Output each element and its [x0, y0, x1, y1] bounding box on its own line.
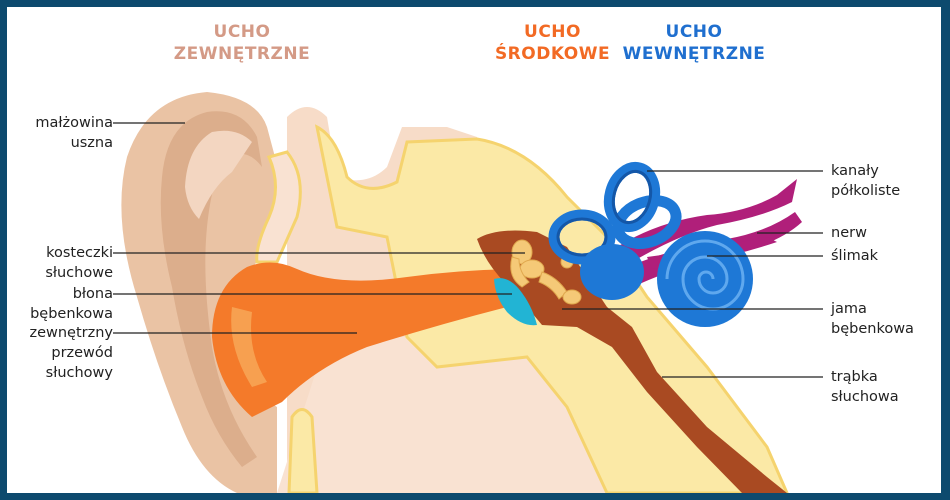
label-blona: błona bębenkowa: [30, 284, 113, 324]
label-kanaly: kanały półkoliste: [831, 161, 900, 201]
label-malzowina-line1: małżowina: [35, 115, 113, 131]
heading-outer-line2: ZEWNĘTRZNE: [173, 44, 311, 64]
heading-inner-line2: WEWNĘTRZNE: [622, 44, 766, 64]
lower-skin: [277, 337, 687, 493]
label-trabka-line2: słuchowa: [831, 389, 899, 405]
label-kanaly-line1: kanały: [831, 163, 879, 179]
eardrum-shape: [494, 278, 537, 326]
pinna-helix-light: [185, 130, 252, 219]
earlobe-bottom: [287, 408, 319, 493]
label-jama-line2: bębenkowa: [831, 321, 914, 337]
label-nerw: nerw: [831, 223, 867, 243]
label-trabka-line1: trąbka: [831, 369, 878, 385]
heading-middle-line1: UCHO: [524, 22, 581, 42]
semicircular-canals-shade: [556, 169, 653, 257]
ear-canal-highlight: [231, 307, 267, 387]
diagram-frame: UCHO ZEWNĘTRZNE UCHO ŚRODKOWE UCHO WEWNĘ…: [7, 7, 941, 493]
pinna-inner-fold: [160, 111, 262, 468]
ossicles: [510, 239, 582, 305]
label-blona-line2: bębenkowa: [30, 306, 113, 322]
label-trabka: trąbka słuchowa: [831, 367, 899, 407]
vestibule: [580, 244, 644, 300]
leader-lines: [113, 122, 823, 378]
label-przewod-line2: przewód: [51, 345, 113, 361]
ear-canal: [212, 262, 532, 417]
label-kosteczki: kosteczki słuchowe: [45, 243, 113, 283]
heading-inner-line1: UCHO: [665, 22, 723, 42]
tympanic-cavity: [477, 230, 787, 493]
label-kosteczki-line1: kosteczki: [46, 245, 113, 261]
label-przewod: zewnętrzny przewód słuchowy: [29, 323, 113, 383]
semicircular-canals: [548, 161, 682, 265]
label-jama-line1: jama: [831, 301, 867, 317]
label-slimak-line1: ślimak: [831, 248, 879, 264]
label-przewod-line1: zewnętrzny: [29, 325, 113, 341]
heading-outer-ear: UCHO ZEWNĘTRZNE: [167, 21, 317, 65]
label-nerw-line1: nerw: [831, 225, 867, 241]
heading-middle-ear: UCHO ŚRODKOWE: [490, 21, 615, 65]
label-malzowina: małżowina uszna: [35, 113, 113, 153]
cochlea: [657, 231, 753, 327]
heading-outer-line1: UCHO: [213, 22, 271, 42]
label-jama: jama bębenkowa: [831, 299, 914, 339]
ear-illustration: [113, 92, 823, 493]
heading-middle-line2: ŚRODKOWE: [494, 44, 611, 64]
label-kosteczki-line2: słuchowe: [45, 265, 113, 281]
label-slimak: ślimak: [831, 246, 878, 266]
label-przewod-line3: słuchowy: [45, 365, 113, 381]
label-malzowina-line2: uszna: [70, 135, 113, 151]
label-blona-line1: błona: [72, 286, 113, 302]
heading-inner-ear: UCHO WEWNĘTRZNE: [619, 21, 769, 65]
label-kanaly-line2: półkoliste: [831, 183, 901, 199]
